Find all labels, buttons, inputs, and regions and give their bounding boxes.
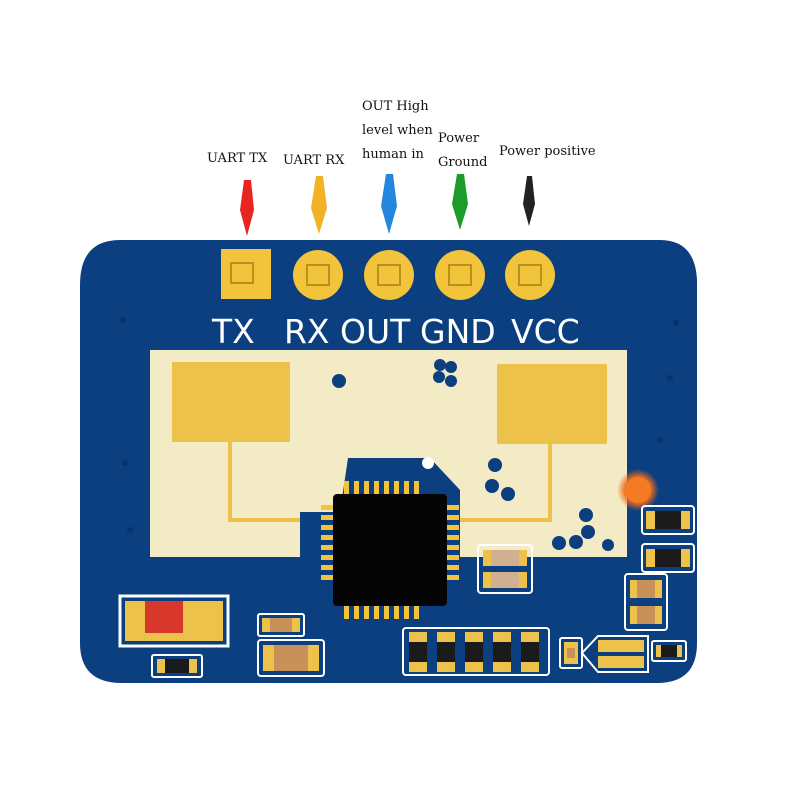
resistor-array-bottom [402, 627, 550, 676]
antenna-patch-left [172, 362, 290, 442]
radar-chip [333, 494, 447, 606]
header-pin-gnd [435, 250, 485, 300]
uart-rx-label: UART RX [283, 153, 345, 168]
out-description-line-3: human in [362, 147, 424, 162]
vcc-description-label: Power positive [499, 144, 596, 159]
red-arrow-icon [240, 180, 254, 236]
out-description-line-2: level when [362, 123, 433, 138]
pin-label-rx: RX [284, 312, 330, 351]
pin-label-vcc: VCC [511, 312, 580, 351]
resistor-column-right [624, 505, 695, 631]
yellow-arrow-icon [311, 176, 327, 234]
gnd-description-line-2: Ground [438, 155, 488, 170]
uart-tx-label: UART TX [207, 151, 268, 166]
antenna-patch-right [497, 364, 607, 444]
inductor-component [118, 594, 230, 648]
header-pin-out [364, 250, 414, 300]
board-vias [120, 317, 679, 533]
header-pin-vcc [505, 250, 555, 300]
gnd-description-line-1: Power [438, 131, 480, 146]
capacitor-0402 [257, 613, 305, 637]
blue-arrow-icon [381, 174, 397, 234]
pin-label-tx: TX [211, 312, 255, 351]
green-arrow-icon [452, 174, 468, 230]
antenna-vias [332, 359, 614, 551]
pin-label-gnd: GND [420, 312, 496, 351]
chip-pins [321, 481, 459, 619]
header-pin-rx [293, 250, 343, 300]
header-pin-tx [221, 249, 271, 299]
resistor-bottom-left [151, 654, 203, 678]
gnd-description-label: Power Ground [438, 127, 488, 175]
capacitor-0603 [257, 639, 325, 677]
resistor-pair-center [477, 544, 533, 594]
out-description-line-1: OUT High [362, 99, 429, 114]
diode-component [559, 635, 687, 673]
black-arrow-icon [523, 176, 535, 226]
pin1-marker [422, 457, 434, 469]
out-description-label: OUT High level when human in [362, 95, 433, 167]
pin-label-out: OUT [340, 312, 411, 351]
